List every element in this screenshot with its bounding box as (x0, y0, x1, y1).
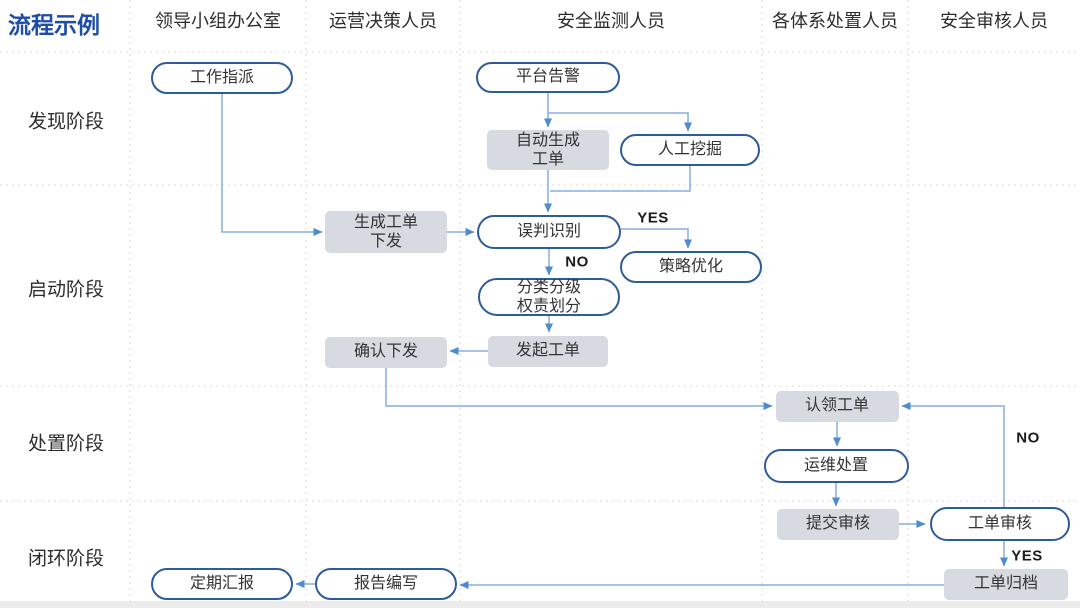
edge-label-yes-ticket-review: YES (1011, 547, 1043, 565)
lane-header-2: 运营决策人员 (329, 11, 437, 31)
edge-work-assign-to-gen-ticket (221, 94, 323, 236)
phase-label-3: 处置阶段 (27, 433, 105, 455)
edge-manual-mining-to-misjudge (550, 166, 691, 192)
flow-node-report-write: 报告编写 (315, 568, 457, 600)
flow-node-ticket-review: 工单审核 (930, 507, 1070, 541)
flow-node-initiate-ticket: 发起工单 (488, 335, 608, 367)
flow-node-ops-handle: 运维处置 (763, 449, 909, 483)
lane-header-3: 安全监测人员 (557, 11, 665, 31)
phase-label-2: 启动阶段 (27, 279, 105, 301)
lane-header-5: 安全审核人员 (940, 11, 1048, 31)
flow-node-manual-mining: 人工挖掘 (620, 134, 760, 166)
edge-ticket-review-to-claim-ticket (901, 402, 1005, 507)
flow-node-platform-alert: 平台告警 (476, 61, 620, 93)
phase-label-1: 发现阶段 (27, 111, 105, 133)
flow-node-misjudge: 误判识别 (477, 215, 621, 249)
flow-node-strategy-opt: 策略优化 (620, 251, 762, 283)
edge-label-yes-misjudge: YES (637, 209, 669, 227)
phase-label-4: 闭环阶段 (27, 548, 105, 570)
flow-node-classify: 分类分级 权责划分 (478, 278, 620, 316)
edge-label-no-ticket-review: NO (1016, 429, 1040, 447)
edge-platform-alert-to-manual-mining (548, 112, 692, 132)
flow-node-report-regular: 定期汇报 (151, 568, 293, 600)
flow-node-auto-ticket: 自动生成 工单 (487, 130, 609, 170)
page-title: 流程示例 (8, 12, 100, 38)
flow-node-work-assign: 工作指派 (151, 62, 293, 94)
flow-node-confirm-issue: 确认下发 (325, 336, 447, 368)
flow-node-claim-ticket: 认领工单 (775, 390, 899, 422)
lane-header-4: 各体系处置人员 (772, 11, 898, 31)
bottom-strip (0, 601, 1080, 608)
flow-node-submit-review: 提交审核 (777, 508, 899, 540)
edge-confirm-issue-to-claim-ticket (385, 368, 773, 410)
edge-misjudge-to-strategy-opt (621, 228, 692, 249)
flow-node-ticket-archive: 工单归档 (944, 568, 1068, 600)
edge-label-no-misjudge: NO (565, 253, 589, 271)
lane-header-1: 领导小组办公室 (155, 11, 281, 31)
flow-node-gen-ticket: 生成工单 下发 (325, 211, 447, 253)
